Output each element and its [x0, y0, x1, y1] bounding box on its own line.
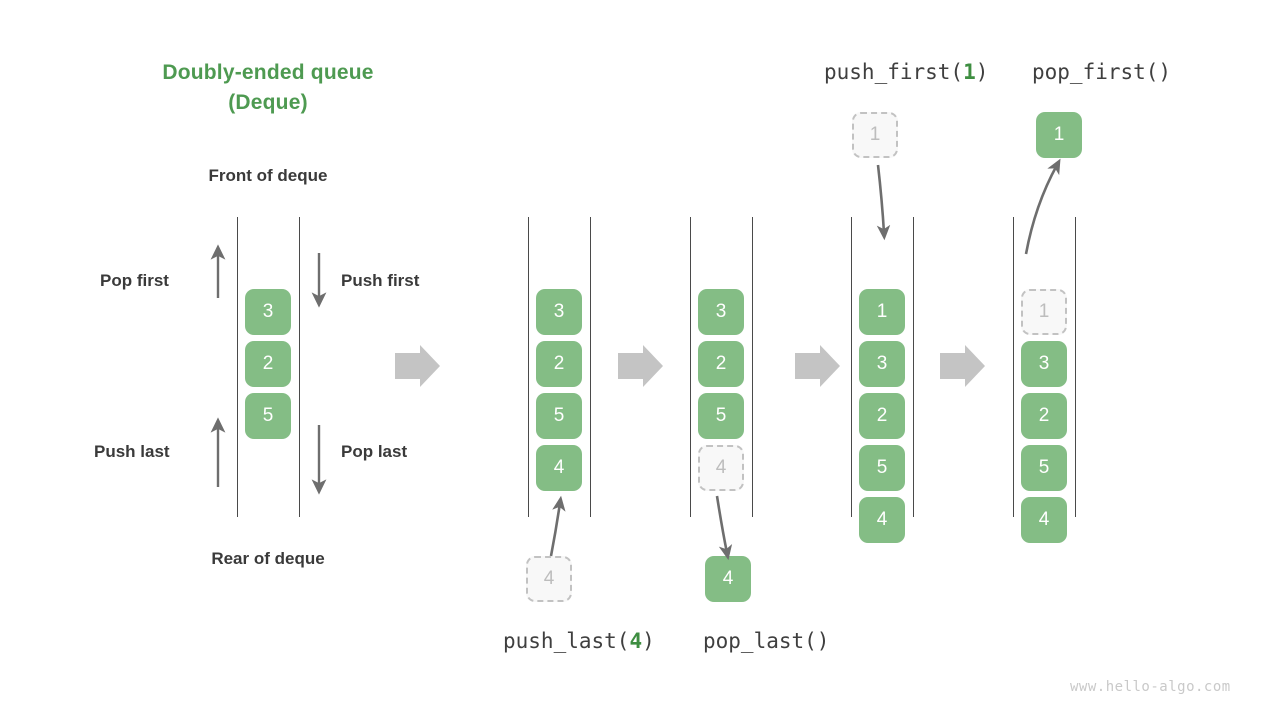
- deque-rail-right: [752, 217, 753, 517]
- deque-box: 2: [698, 341, 744, 387]
- watermark: www.hello-algo.com: [1070, 679, 1231, 695]
- deque-rail-right: [299, 217, 300, 517]
- external-box-solid: 4: [705, 556, 751, 602]
- deque-box: 2: [245, 341, 291, 387]
- deque-box: 5: [536, 393, 582, 439]
- title-line-2: (Deque): [228, 91, 308, 115]
- caption-pop-last: pop_last(): [703, 629, 830, 653]
- deque-rail-right: [1075, 217, 1076, 517]
- caption-push-last-name: push_last(: [503, 629, 630, 653]
- deque-box-ghost: 4: [698, 445, 744, 491]
- deque-box: 3: [698, 289, 744, 335]
- push-first-label: Push first: [341, 271, 420, 290]
- front-of-deque-label: Front of deque: [208, 166, 328, 185]
- deque-box: 2: [536, 341, 582, 387]
- caption-pop-first: pop_first(): [1032, 60, 1172, 84]
- deque-box: 5: [1021, 445, 1067, 491]
- deque-rail-left: [528, 217, 529, 517]
- title-line-1: Doubly-ended queue: [162, 61, 374, 84]
- deque-box: 3: [245, 289, 291, 335]
- pop-last-label: Pop last: [341, 442, 408, 461]
- deque-box: 4: [1021, 497, 1067, 543]
- diagram-title: Doubly-ended queue (Deque): [142, 58, 394, 119]
- deque-box-ghost: 1: [1021, 289, 1067, 335]
- deque-box: 3: [859, 341, 905, 387]
- caption-push-last-close: ): [642, 629, 655, 653]
- deque-box: 5: [859, 445, 905, 491]
- deque-rail-right: [590, 217, 591, 517]
- external-box-ghost: 4: [526, 556, 572, 602]
- deque-box: 4: [536, 445, 582, 491]
- deque-rail-left: [851, 217, 852, 517]
- deque-box: 2: [1021, 393, 1067, 439]
- deque-rail-right: [913, 217, 914, 517]
- caption-push-first-close: ): [975, 60, 989, 84]
- external-box-solid: 1: [1036, 112, 1082, 158]
- deque-rail-left: [1013, 217, 1014, 517]
- caption-push-first: push_first(1): [824, 60, 988, 84]
- rear-of-deque-label: Rear of deque: [211, 549, 325, 568]
- caption-push-last: push_last(4): [503, 629, 655, 653]
- deque-rail-left: [237, 217, 238, 517]
- deque-box: 2: [859, 393, 905, 439]
- caption-push-first-arg: 1: [963, 60, 976, 84]
- external-box-ghost: 1: [852, 112, 898, 158]
- deque-box: 5: [698, 393, 744, 439]
- deque-rail-left: [690, 217, 691, 517]
- push-last-label: Push last: [94, 442, 170, 461]
- deque-box: 1: [859, 289, 905, 335]
- caption-push-first-name: push_first(: [824, 60, 964, 84]
- deque-box: 4: [859, 497, 905, 543]
- caption-push-last-arg: 4: [629, 629, 643, 653]
- deque-box: 3: [1021, 341, 1067, 387]
- pop-first-label: Pop first: [100, 271, 169, 290]
- deque-box: 5: [245, 393, 291, 439]
- deque-box: 3: [536, 289, 582, 335]
